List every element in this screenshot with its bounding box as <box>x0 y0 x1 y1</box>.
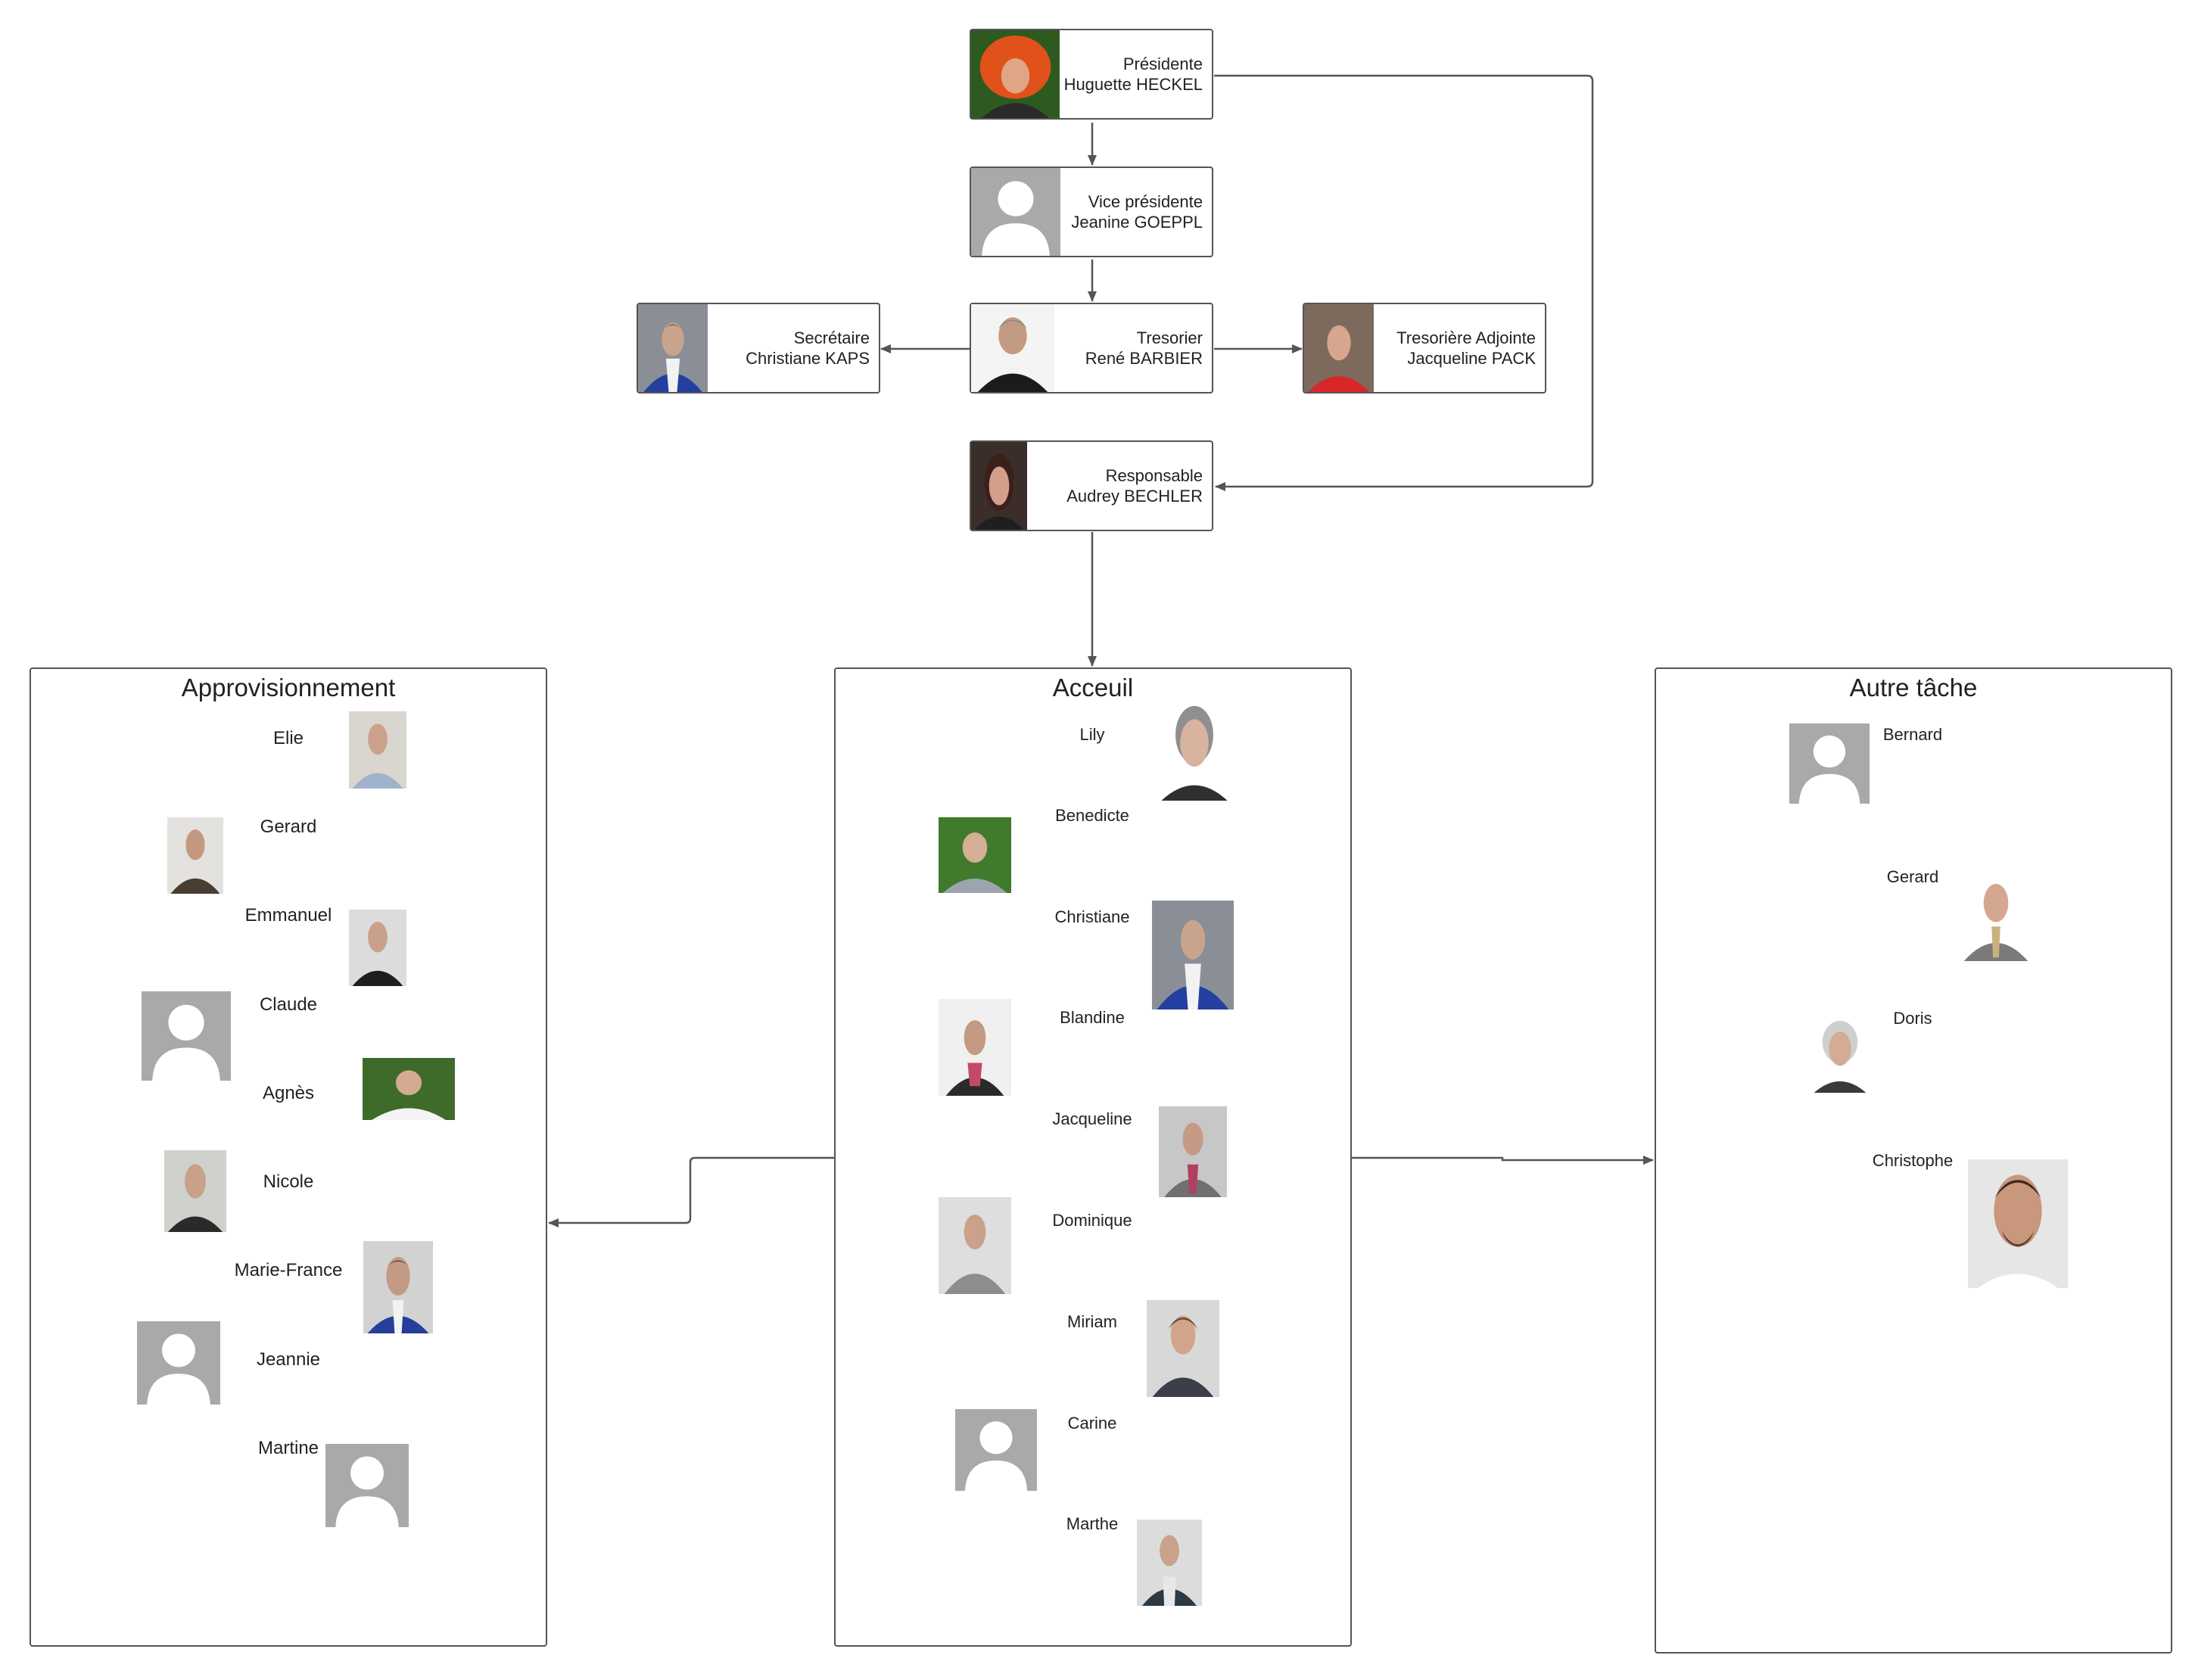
member-name: Gerard <box>260 817 317 837</box>
person-name: Huguette HECKEL <box>1063 75 1203 94</box>
role-label: Vice présidente <box>1088 192 1203 211</box>
member-name: Miriam <box>1067 1312 1117 1331</box>
member-photo <box>1147 1300 1219 1397</box>
member-name: Emmanuel <box>244 905 332 926</box>
member-name: Gerard <box>1886 867 1939 886</box>
member-name: Marthe <box>1066 1514 1119 1533</box>
portrait-photo <box>638 304 708 392</box>
member-name: Blandine <box>1060 1008 1125 1027</box>
member-name: Marie-France <box>234 1260 343 1280</box>
person-name: René BARBIER <box>1085 349 1203 368</box>
person-name: Jacqueline PACK <box>1407 349 1536 368</box>
member-name: Doris <box>1893 1009 1932 1028</box>
member-name: Agnès <box>262 1083 315 1103</box>
connector-acceuil-autre <box>1352 1156 1654 1165</box>
role-label: Secrétaire <box>793 328 870 347</box>
panel-title: Approvisionnement <box>181 674 396 702</box>
connector-presidente-responsable <box>1214 74 1594 491</box>
panel-acceuil: Acceuil <box>834 667 1352 1647</box>
member-name: Lily <box>1079 725 1105 744</box>
member-photo <box>349 711 406 789</box>
member-name: Jacqueline <box>1052 1109 1132 1128</box>
placeholder-avatar-icon <box>1789 723 1870 804</box>
member-name: Carine <box>1067 1414 1117 1433</box>
role-label: Responsable <box>1105 466 1203 485</box>
portrait-photo <box>971 442 1027 530</box>
member-name: Dominique <box>1052 1211 1132 1230</box>
member-photo <box>1960 870 2032 961</box>
person-name: Christiane KAPS <box>746 349 870 368</box>
member-photo <box>349 910 406 986</box>
member-photo <box>167 817 223 894</box>
member-name: Benedicte <box>1055 806 1129 825</box>
member-photo <box>164 1150 226 1232</box>
person-name: Audrey BECHLER <box>1066 487 1203 506</box>
connector-acceuil-approvisionnement <box>548 1156 834 1227</box>
member-name: Christiane <box>1054 907 1130 926</box>
role-label: Tresorière Adjointe <box>1396 328 1536 347</box>
member-photo <box>1137 1520 1202 1606</box>
member-photo <box>363 1241 433 1333</box>
member-photo <box>939 817 1011 893</box>
panel-title: Autre tâche <box>1849 674 1978 702</box>
member-name: Bernard <box>1882 725 1943 744</box>
member-photo <box>1968 1159 2068 1288</box>
member-photo <box>1159 1106 1227 1197</box>
member-photo <box>939 999 1011 1096</box>
portrait-photo <box>1304 304 1374 392</box>
person-name: Jeanine GOEPPL <box>1071 213 1203 232</box>
portrait-photo <box>971 30 1060 118</box>
member-photo <box>1807 1011 1873 1093</box>
member-photo <box>939 1197 1011 1294</box>
panel-title: Acceuil <box>1052 674 1134 702</box>
role-label: Présidente <box>1122 54 1203 73</box>
placeholder-avatar-icon <box>971 168 1060 256</box>
member-name: Martine <box>257 1438 319 1458</box>
member-name: Jeannie <box>256 1349 321 1370</box>
member-photo <box>363 1058 455 1120</box>
member-photo <box>1152 901 1234 1010</box>
member-name: Christophe <box>1872 1151 1954 1170</box>
placeholder-avatar-icon <box>325 1444 409 1527</box>
member-name: Claude <box>259 994 318 1015</box>
member-name: Elie <box>272 728 304 748</box>
member-name: Nicole <box>263 1171 314 1192</box>
panel-approvisionnement: Approvisionnement <box>30 667 547 1647</box>
member-photo <box>1155 698 1234 801</box>
placeholder-avatar-icon <box>955 1409 1037 1491</box>
role-label: Tresorier <box>1136 328 1203 347</box>
portrait-photo <box>971 304 1054 392</box>
placeholder-avatar-icon <box>137 1321 220 1405</box>
panel-autre-tache: Autre tâche <box>1655 667 2172 1654</box>
placeholder-avatar-icon <box>142 991 231 1081</box>
